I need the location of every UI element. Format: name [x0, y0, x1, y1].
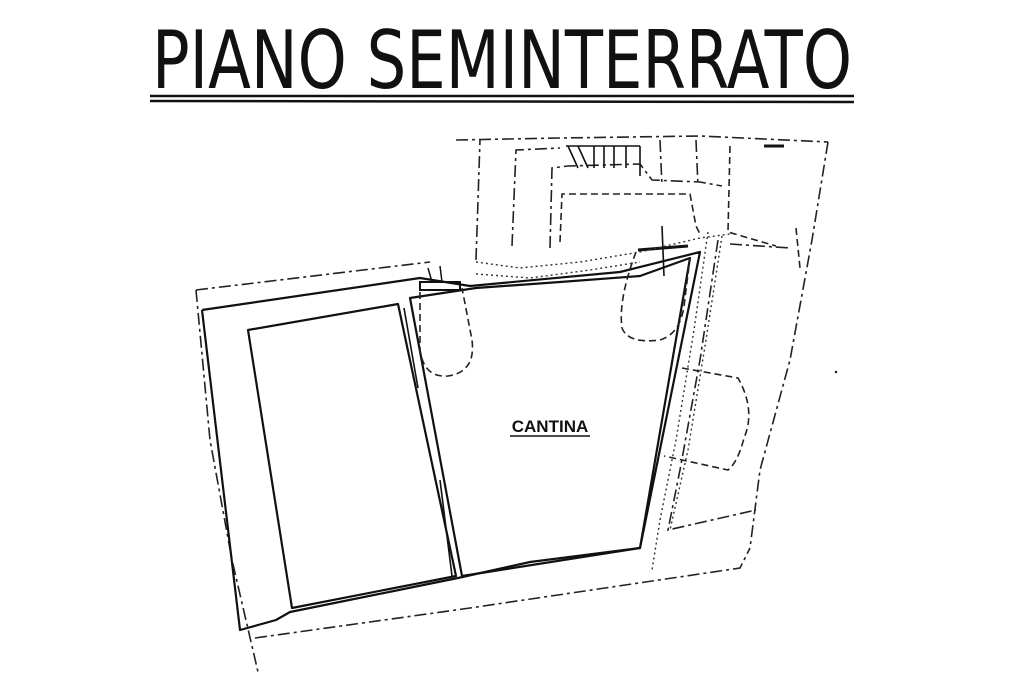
stair-landing	[559, 193, 701, 243]
stair-block-outline	[549, 163, 723, 249]
corridor-upper-left-wall	[475, 139, 481, 261]
outer-boundary-top-left	[195, 261, 431, 291]
left-room-door-jamb-2	[439, 479, 453, 577]
left-storage-room	[246, 302, 458, 610]
cantina-step-left	[419, 281, 461, 291]
right-strip-top	[729, 243, 791, 249]
outer-boundary-bottom	[254, 547, 751, 639]
stray-dot	[834, 370, 838, 374]
step-mark-2	[439, 265, 443, 283]
outer-boundary-right	[749, 141, 829, 549]
right-courtyard-edge-2	[669, 235, 723, 531]
outer-boundary-top	[455, 135, 829, 143]
stair-right-rail-2	[695, 139, 699, 187]
plan-title: PIANO SEMINTERRATO	[152, 14, 852, 106]
building-outer-wall	[200, 250, 702, 632]
stair-right-rail	[659, 139, 663, 187]
step-mark-1	[427, 267, 433, 283]
right-courtyard-edge	[651, 231, 709, 571]
stair-tread-1	[567, 145, 579, 169]
cantina-room	[408, 256, 692, 578]
corridor-floor-edge	[475, 233, 731, 269]
plan-title-block: PIANO SEMINTERRATO	[149, 14, 855, 106]
title-underline-2	[149, 99, 855, 104]
cantina-arch-right	[620, 251, 691, 342]
cantina-label: CANTINA	[512, 417, 589, 436]
right-strip-tick	[795, 227, 801, 269]
corridor-floor-edge-2	[475, 261, 641, 279]
outer-boundary-left	[195, 289, 259, 673]
step-axis-right	[661, 225, 665, 277]
stair-tread-2	[577, 145, 589, 169]
cantina-arch-left	[419, 287, 474, 377]
right-door-arch	[663, 367, 750, 471]
corridor-upper-inner	[511, 147, 561, 247]
right-strip-wall	[666, 239, 757, 532]
left-room-door-jamb	[403, 307, 419, 389]
right-courtyard-wall	[727, 145, 777, 247]
